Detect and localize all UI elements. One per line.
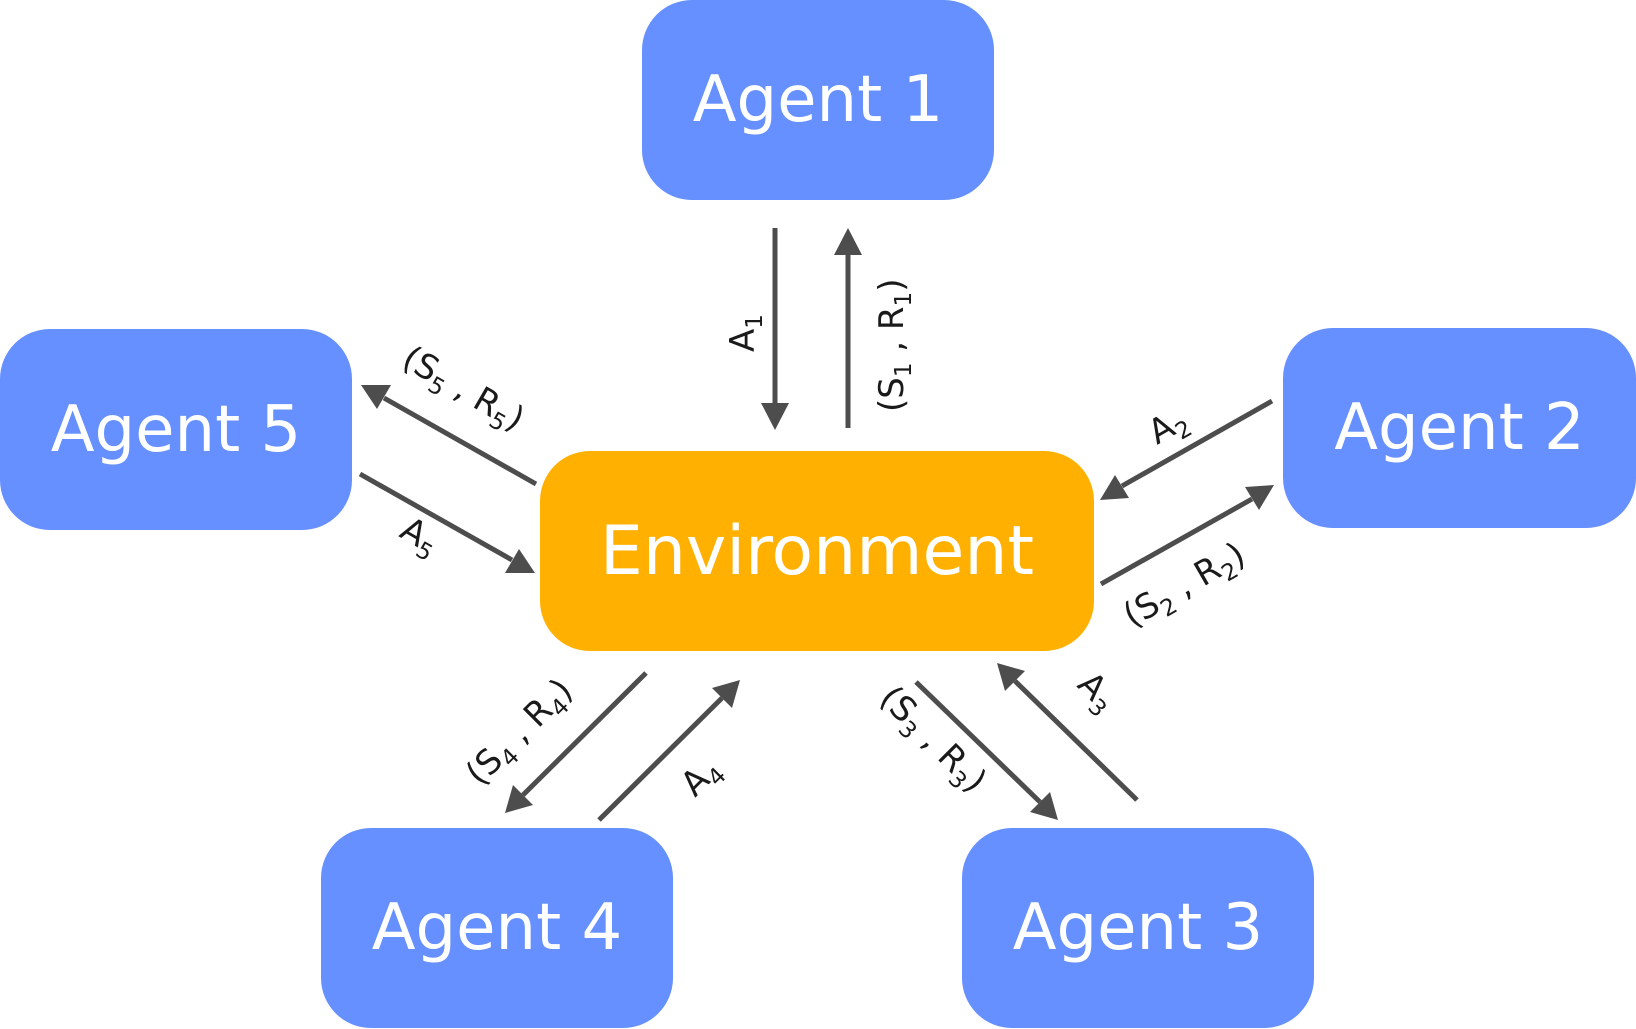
edge-env-to-agent5	[361, 385, 538, 487]
edge-agent5-to-env	[358, 471, 535, 573]
label-s4-r4: (S4 , R4)	[458, 671, 584, 797]
label-a1: A1	[723, 314, 768, 352]
edge-agent3-to-env	[997, 663, 1139, 802]
agent-4-node: Agent 4	[321, 828, 673, 1028]
edge-agent4-to-env	[597, 680, 740, 822]
edge-env-to-agent2	[1099, 485, 1274, 587]
agent-4-label: Agent 4	[371, 891, 623, 965]
agent-2-node: Agent 2	[1283, 328, 1636, 528]
agent-1-node: Agent 1	[642, 0, 994, 200]
edge-agent1-to-env	[761, 228, 789, 430]
agent-1-label: Agent 1	[692, 63, 944, 137]
edge-env-to-agent3	[914, 680, 1058, 820]
agent-3-node: Agent 3	[962, 828, 1314, 1028]
label-a4: A4	[673, 749, 732, 808]
agent-2-label: Agent 2	[1334, 391, 1585, 465]
label-s2-r2: (S2 , R2)	[1117, 534, 1255, 640]
agent-3-label: Agent 3	[1012, 891, 1264, 965]
edge-env-to-agent4	[505, 671, 648, 813]
environment-label: Environment	[599, 511, 1035, 591]
agent-5-label: Agent 5	[50, 392, 302, 467]
label-s5-r5: (S5 , R5)	[393, 338, 531, 444]
agent-5-node: Agent 5	[0, 329, 352, 530]
edge-agent2-to-env	[1100, 398, 1274, 500]
edge-env-to-agent1	[834, 228, 862, 428]
label-s1-r1: (S1 , R1)	[872, 279, 917, 412]
label-a3: A3	[1066, 664, 1125, 723]
environment-node: Environment	[540, 451, 1094, 651]
